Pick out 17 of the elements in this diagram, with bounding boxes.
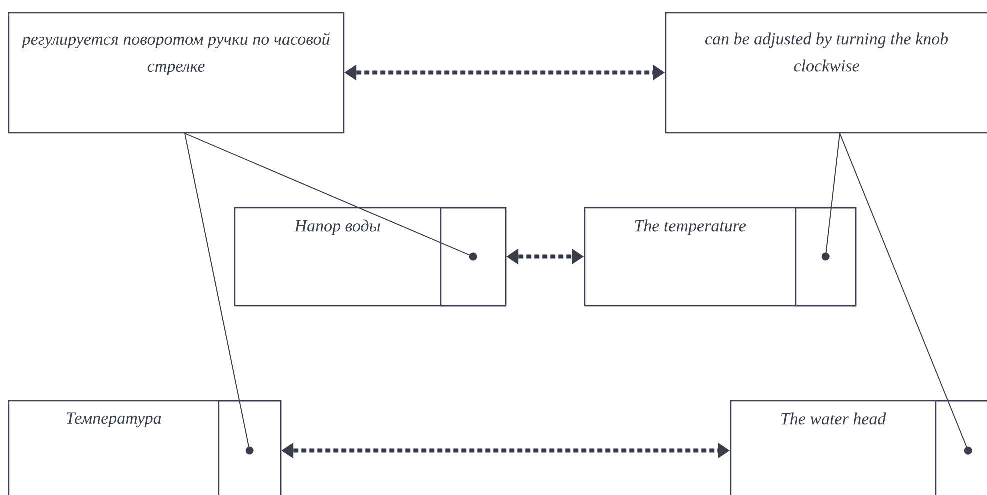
cell-box (935, 400, 987, 495)
text-box: регулируется поворотом ручки по часовой стрелке (8, 12, 345, 134)
label-box: Температура (8, 400, 282, 495)
label-box: Напор воды (234, 207, 507, 307)
cell-box (795, 207, 857, 307)
label-box: The temperature (584, 207, 857, 307)
text-box: can be adjusted by turning the knob clockwise (665, 12, 987, 134)
cell-box (218, 400, 282, 495)
leader-line (840, 133, 972, 455)
cell-box (440, 207, 507, 307)
arrow (344, 64, 665, 81)
leader-line (184, 133, 478, 261)
arrow (506, 248, 584, 265)
leader-line (184, 133, 254, 455)
leader-line (822, 133, 840, 261)
label-box: The water head (730, 400, 987, 495)
arrow (282, 442, 730, 459)
